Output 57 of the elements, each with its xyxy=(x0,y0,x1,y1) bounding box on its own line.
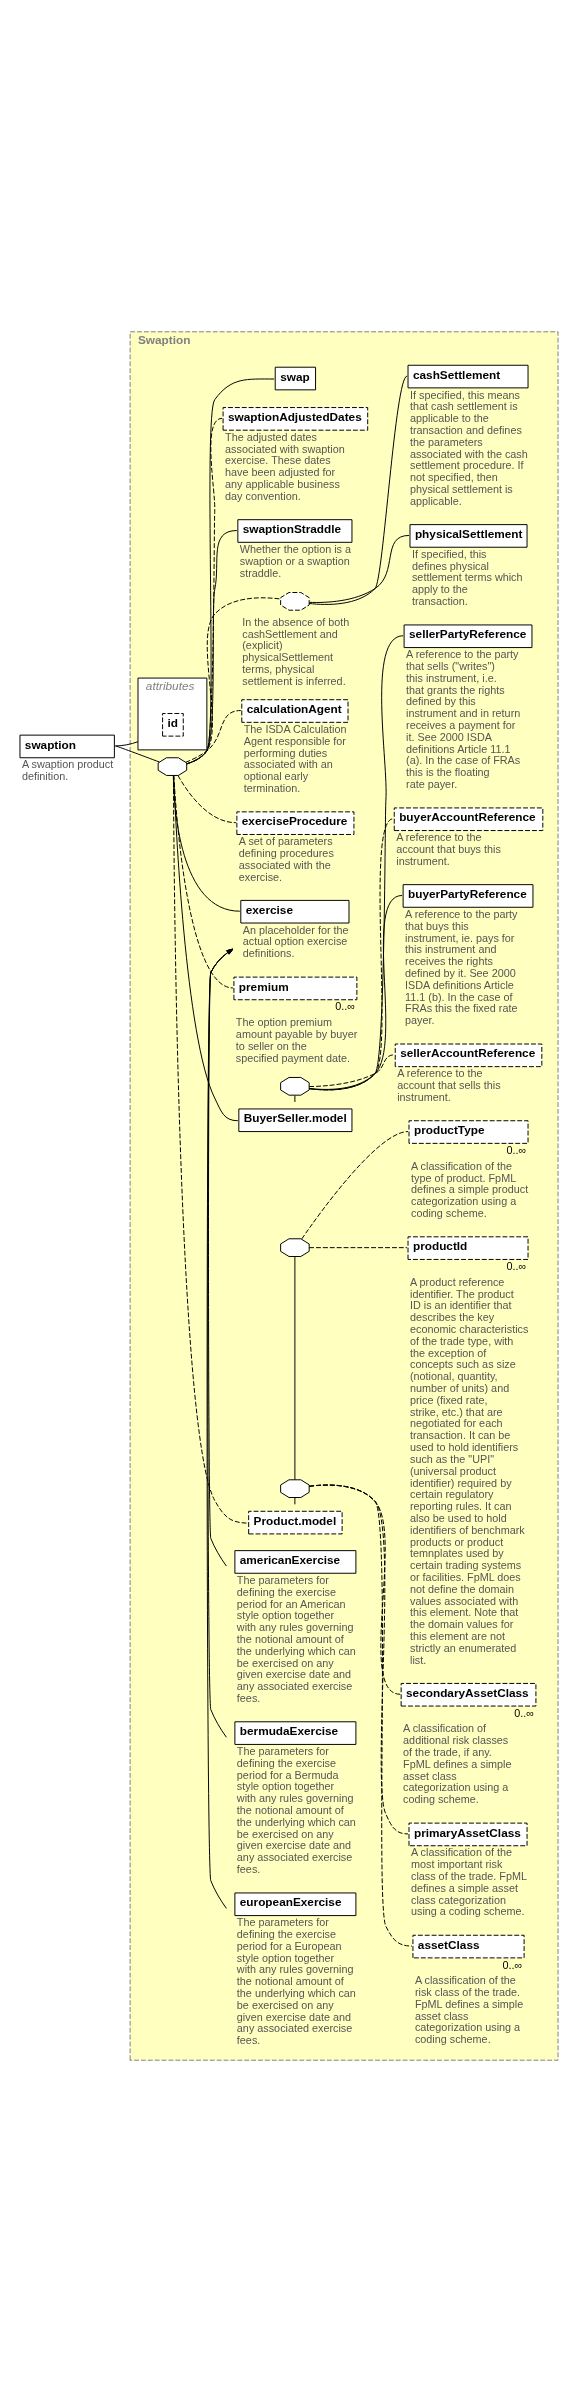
connector xyxy=(186,378,275,765)
node-label: A classification of additional risk classes of the trade, if any. FpML defines a simple asset class categorization using a coding scheme. xyxy=(403,1722,512,1806)
connector xyxy=(177,775,237,824)
node-label: 0..∞ xyxy=(502,1958,523,1971)
node-label: A classification of the most important risk class of the trade. FpML defines a simple asset class categorization using a coding scheme. xyxy=(410,1846,527,1918)
connector xyxy=(114,745,160,763)
connector xyxy=(308,1484,413,1947)
connector xyxy=(308,635,404,1091)
node-octagon xyxy=(280,592,310,611)
node-label: The option premium amount payable by buyer to seller on the specified payment date. xyxy=(235,1016,358,1064)
connector xyxy=(294,1497,296,1505)
node-label: The parameters for defining the exercise period for an American style option together with any rules governing the notional amount of the underlying which can be exercised on any given exercise date and any associated exercise fees. xyxy=(236,1573,356,1704)
arrow xyxy=(206,948,234,1909)
connector xyxy=(308,375,408,605)
connector xyxy=(173,775,239,1122)
node-label: A set of parameters defining procedures associated with the exercise. xyxy=(238,835,334,883)
connector xyxy=(294,1095,296,1103)
node-label: 0..∞ xyxy=(506,1144,527,1156)
connector xyxy=(308,534,410,603)
connector xyxy=(308,1054,395,1088)
node-label: If specified, this defines physical settlement terms which apply to the transaction. xyxy=(411,547,523,608)
connector xyxy=(294,1256,296,1481)
node-label: A reference to the party that sells ("writes") this instrument, i.e. that grants the rights defined by this instrument and in return receives a payment for it. See 2000 ISDA definitions Article 11.1 (a). In the case of FRAs this is the floating rate payer. xyxy=(406,648,521,791)
node-label: A swaption product definition. xyxy=(21,758,114,783)
connector xyxy=(186,597,281,765)
node-label: 0..∞ xyxy=(335,1000,355,1013)
node-label: A reference to the account that sells this instrument. xyxy=(397,1067,501,1103)
node-label: A classification of the risk class of the trade. FpML defines a simple asset class categorization using a coding scheme. xyxy=(414,1974,524,2046)
node-label: A product reference identifier. The product ID is an identifier that describes the key economic characteristics of the trade type, with the exception of concepts such as size (notional, quantity, number of units) and price (fixed rate, strike, etc.) that are negotiated for each transaction. It can be used to hold identifiers such as the "UPI" (universal product identifier) required by certain regulatory reporting rules. It can also be used to hold identifiers of benchmark products or product temnplates used by certain trading systems or facilities. FpML does not define the domain values associated with this element. Note that the domain values for this element are not strictly an enumerated list. xyxy=(410,1275,529,1666)
node-label: A reference to the party that buys this instrument, ie. pays for this instrument and receives the rights defined by it. See 2000 ISDA definitions Article 11.1 (b). In the case of FRAs this the fixed rate payer. xyxy=(405,907,518,1027)
node-octagon xyxy=(280,1238,310,1257)
node-label: In the absence of both cashSettlement and (explicit) physicalSettlement terms, physical settlement is inferred. xyxy=(242,615,350,687)
node-octagon xyxy=(280,1479,310,1498)
node-label: Whether the option is a swaption or a swaption straddle. xyxy=(239,542,352,579)
node-label: The parameters for defining the exercise period for a Bermuda style option together with any rules governing the notional amount of the underlying which can be exercised on any given exercise date and any associated exercise fees. xyxy=(236,1745,356,1876)
connector xyxy=(308,1247,408,1249)
node-label: 0..∞ xyxy=(514,1706,535,1719)
connector xyxy=(308,895,403,1090)
arrow xyxy=(208,948,234,1567)
connector xyxy=(173,775,234,989)
connector xyxy=(114,741,139,747)
connector xyxy=(172,775,249,1524)
connector xyxy=(186,530,238,765)
node-octagon xyxy=(280,1076,310,1096)
connector xyxy=(301,1131,409,1240)
node-label: The ISDA Calculation Agent responsible for performing duties associated with an optional early termination. xyxy=(243,722,347,794)
connector xyxy=(185,710,242,763)
arrow xyxy=(207,948,234,1738)
node-label: A reference to the account that buys this instrument. xyxy=(396,831,501,867)
node-label: If specified, this means that cash settlement is applicable to the transaction and defines the parameters associated with the cash settlement procedure. If not specified, then physical settlement is applicable. xyxy=(410,388,528,507)
node-label: The adjusted dates associated with swaption exercise. These dates have been adjusted for any applicable business day convention. xyxy=(225,430,345,502)
node-label: 0..∞ xyxy=(506,1260,527,1273)
node-label: The parameters for defining the exercise period for a European style option together with any rules governing the notional amount of the underlying which can be exercised on any given exercise date and any associated exercise fees. xyxy=(236,1916,356,2047)
node-label: An placeholder for the actual option exercise definitions. xyxy=(242,923,349,960)
node-label: A classification of the type of product. FpML defines a simple product categorization using a coding scheme. xyxy=(410,1159,529,1219)
connector xyxy=(172,775,241,912)
node-octagon xyxy=(157,757,188,776)
